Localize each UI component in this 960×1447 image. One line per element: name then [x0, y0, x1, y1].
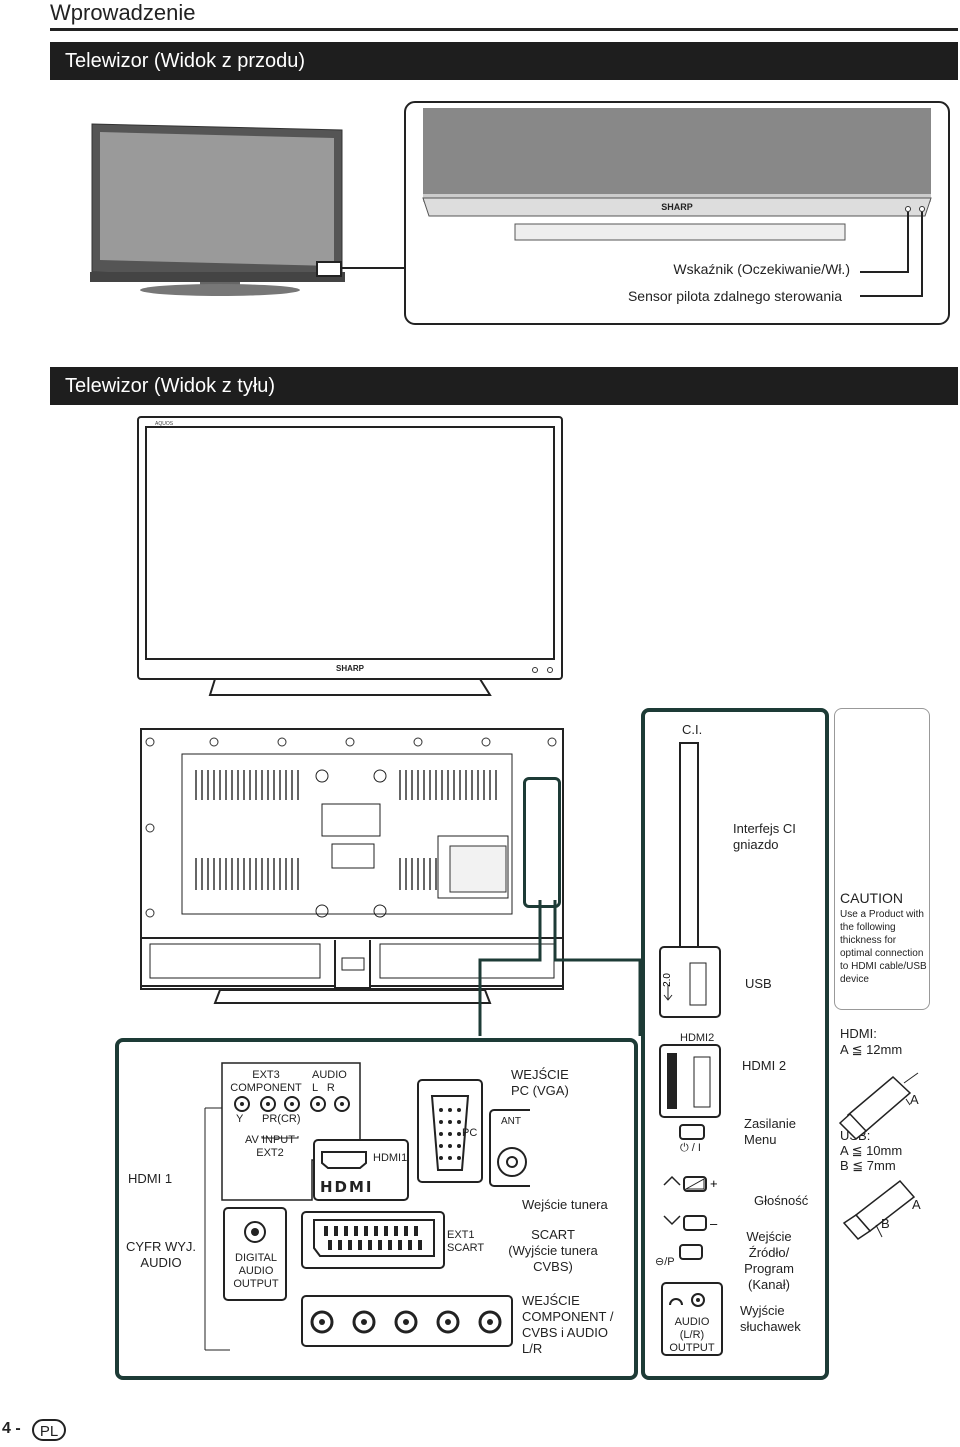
page-number: 4 - — [2, 1420, 21, 1437]
front-view-header: Telewizor (Widok z przodu) — [50, 42, 958, 80]
back-view-tv-illustration: AQUOS SHARP — [137, 416, 563, 696]
ext3-component-label: EXT3 COMPONENT — [230, 1069, 302, 1094]
source-label: Wejście Źródło/ Program (Kanał) — [744, 1229, 794, 1292]
av-input-label: AV INPUT EXT2 — [245, 1134, 295, 1159]
bottom-panel-ports — [204, 1062, 530, 1351]
hdmi1-label: HDMI 1 — [128, 1171, 173, 1186]
svg-text:SHARP: SHARP — [336, 664, 365, 673]
side-slot-highlight — [523, 777, 561, 908]
hdmi2-port-label: HDMI2 — [680, 1032, 715, 1044]
usb-caution-spec-a: A ≦ 10mm — [840, 1143, 903, 1158]
side-panel-frame — [641, 708, 829, 1380]
vga-input-label: WEJŚCIE PC (VGA) — [511, 1067, 569, 1098]
usb-label: USB — [745, 976, 772, 991]
usb-letter-b: B — [881, 1216, 890, 1231]
side-panel-ports: 2.0 + – — [659, 742, 723, 1356]
svg-text:–: – — [710, 1216, 718, 1231]
ant-port-label: ANT — [501, 1116, 521, 1127]
component-cvbs-label: WEJŚCIE COMPONENT / CVBS i AUDIO L/R — [522, 1293, 614, 1356]
scart-label: SCART (Wyjście tunera CVBS) — [508, 1227, 598, 1274]
front-view-illustration: SHARP — [90, 101, 950, 325]
power-button — [679, 1124, 705, 1140]
ci-label: C.I. — [682, 722, 703, 737]
y-label: Y — [236, 1113, 244, 1125]
usb-plug-icon — [842, 1179, 916, 1240]
language-badge: PL — [32, 1419, 66, 1441]
usb-letter-a: A — [912, 1197, 921, 1212]
pc-port-label: PC — [462, 1127, 478, 1139]
source-symbol: ⊖/P — [655, 1256, 675, 1268]
caution-frame — [834, 708, 930, 1010]
connector-lines — [478, 900, 642, 1036]
sensor-label: Sensor pilota zdalnego sterowania — [627, 288, 842, 304]
zoom-marker — [316, 261, 342, 277]
small-tv-icon — [90, 123, 345, 296]
caution-title: CAUTION — [840, 890, 903, 906]
indicator-label: Wskaźnik (Oczekiwanie/Wł.) — [673, 261, 850, 277]
volume-label: Głośność — [754, 1193, 809, 1208]
plug-illustrations — [838, 1072, 919, 1240]
usb-caution-spec-b: B ≦ 7mm — [840, 1158, 896, 1173]
hdmi-caution-head: HDMI: — [840, 1026, 877, 1041]
svg-text:2.0: 2.0 — [662, 973, 673, 987]
ci-interface-label: Interfejs CI gniazdo — [733, 821, 796, 852]
digital-audio-label: DIGITAL AUDIO OUTPUT — [233, 1252, 279, 1290]
pr-label: PR(CR) — [262, 1113, 301, 1125]
hdmi-logo: HDMI — [320, 1178, 374, 1196]
hdmi1-port-label: HDMI1 — [373, 1152, 408, 1164]
aquos-tag: AQUOS — [155, 421, 174, 427]
hdmi-caution-spec: A ≦ 12mm — [840, 1042, 903, 1057]
digital-audio-port — [223, 1207, 287, 1301]
title-rule — [50, 28, 958, 31]
hdmi2-label: HDMI 2 — [742, 1058, 787, 1073]
ext1-scart-label: EXT1 SCART — [447, 1229, 485, 1254]
back-view-header: Telewizor (Widok z tyłu) — [50, 367, 958, 405]
audio-lr-label: AUDIO L R — [312, 1069, 350, 1094]
power-symbol: ⏻ / I — [680, 1142, 701, 1154]
tuner-input-label: Wejście tunera — [522, 1197, 608, 1212]
hdmi-letter-a: A — [910, 1092, 919, 1107]
back-panel-illustration — [140, 728, 564, 1004]
page-title: Wprowadzenie — [50, 0, 196, 25]
svg-text:+: + — [710, 1176, 718, 1191]
front-brand-logo: SHARP — [661, 202, 693, 212]
cyfr-audio-label: CYFR WYJ. AUDIO — [125, 1239, 197, 1270]
ci-slot — [679, 742, 699, 954]
headphone-label: Wyjście słuchawek — [740, 1303, 801, 1334]
audio-output-label: AUDIO (L/R) OUTPUT — [669, 1316, 715, 1354]
bottom-panel-frame — [115, 1038, 638, 1380]
power-label: Zasilanie Menu — [744, 1116, 797, 1147]
caution-text: Use a Product with the following thickne… — [840, 909, 927, 985]
hdmi-plug-icon — [838, 1072, 919, 1141]
audio-output-port — [661, 1282, 723, 1356]
